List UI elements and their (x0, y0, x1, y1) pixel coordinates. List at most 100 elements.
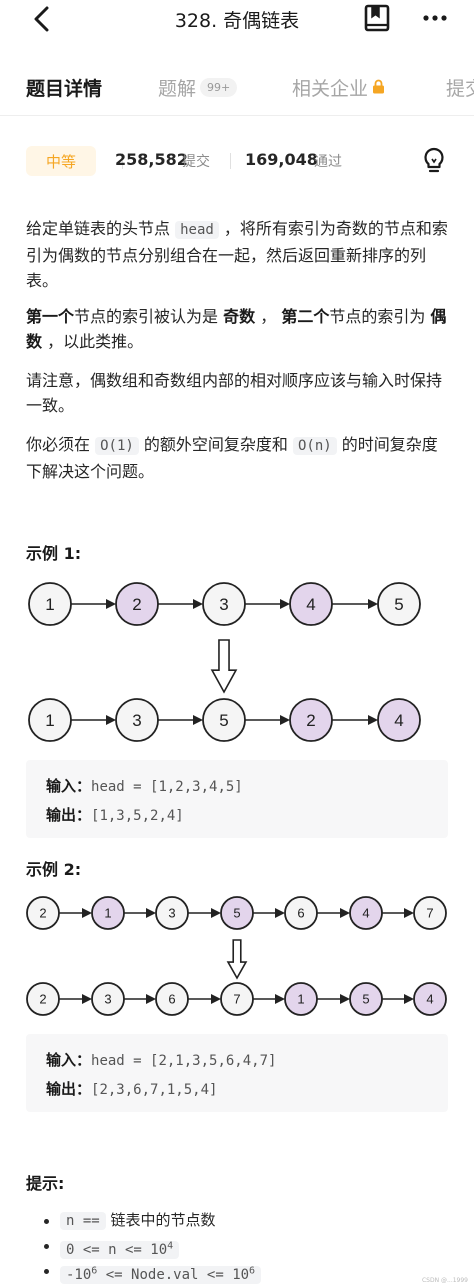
inline-code: O(n) (293, 437, 337, 455)
list-node (349, 982, 383, 1016)
list-node (202, 582, 246, 626)
text: 你必须在 (26, 435, 96, 454)
arrow-head (193, 599, 203, 609)
output-line: 输出：[1,3,5,2,4] (46, 801, 428, 830)
list-node (349, 896, 383, 930)
arrow-head (275, 994, 285, 1004)
submissions-count: 258,582 (115, 150, 188, 169)
arrow-head (211, 908, 221, 918)
passed-label: 通过 (314, 154, 342, 170)
bold-text: 偶数 (26, 307, 447, 351)
tab-description[interactable]: 题目详情 (26, 74, 102, 101)
bookmark-book-icon[interactable] (364, 4, 390, 32)
lock-icon (372, 77, 385, 99)
arrow-head (211, 994, 221, 1004)
list-node (155, 896, 189, 930)
node-value: 5 (394, 595, 403, 614)
bold-text: 奇数 (223, 307, 256, 326)
output-line: 输出：[2,3,6,7,1,5,4] (46, 1075, 428, 1104)
arrow-head (340, 994, 350, 1004)
bold-text: 第一个 (26, 307, 75, 326)
list-node (155, 982, 189, 1016)
list-node (377, 582, 421, 626)
superscript: 4 (167, 1240, 174, 1251)
tab-label: 相关企业 (292, 78, 369, 100)
arrow-head (280, 599, 290, 609)
code-text: <= Node.val <= 10 (97, 1266, 250, 1283)
submissions-label: 提交 (182, 154, 210, 170)
node-value: 4 (362, 906, 369, 921)
list-node (220, 896, 254, 930)
node-value: 3 (219, 595, 228, 614)
top-bar: 328. 奇偶链表 (0, 0, 474, 40)
arrow-head (106, 715, 116, 725)
divider (122, 153, 123, 169)
arrow-head (368, 599, 378, 609)
node-value: 1 (297, 992, 304, 1007)
text: 节点的索引被认为是 (74, 307, 224, 326)
node-value: 2 (39, 906, 46, 921)
text: 的额外空间复杂度和 (138, 435, 293, 454)
node-value: 6 (168, 992, 175, 1007)
list-node (202, 698, 246, 742)
transform-arrow (210, 639, 238, 694)
arrow-head (368, 715, 378, 725)
inline-code: -106 <= Node.val <= 106 (60, 1265, 262, 1284)
arrow-head (146, 908, 156, 918)
tab-label: 提交 (446, 78, 474, 100)
tab-label: 题目详情 (26, 78, 103, 100)
output-value: [2,3,6,7,1,5,4] (91, 1082, 218, 1098)
more-dots-icon[interactable] (422, 6, 448, 30)
list-node (413, 982, 447, 1016)
inline-code: n == (60, 1212, 106, 1230)
list-node (91, 982, 125, 1016)
watermark: CSDN @...1999 (421, 1277, 468, 1284)
inline-code: head (175, 221, 219, 239)
output-label: 输出： (46, 806, 92, 824)
list-node (289, 698, 333, 742)
arrow-head (280, 715, 290, 725)
node-value: 3 (132, 711, 141, 730)
node-value: 4 (426, 992, 433, 1007)
input-value: head = [2,1,3,5,6,4,7] (91, 1053, 277, 1069)
node-value: 5 (233, 906, 240, 921)
text: 节点的索引为 (329, 307, 431, 326)
text: ，将所有索引为奇数的节点和索引为偶数的节点分别组合在一起，然后返回重新排序的列表… (26, 219, 448, 290)
list-node (91, 896, 125, 930)
node-value: 3 (104, 992, 111, 1007)
node-value: 4 (306, 595, 315, 614)
example-2-io: 输入：head = [2,1,3,5,6,4,7] 输出：[2,3,6,7,1,… (26, 1034, 448, 1112)
text: ， (255, 307, 282, 326)
node-value: 2 (306, 711, 315, 730)
inline-code: 0 <= n <= 104 (60, 1240, 180, 1259)
superscript: 6 (91, 1265, 98, 1276)
hint-item: -106 <= Node.val <= 106 (44, 1258, 460, 1284)
list-node (377, 698, 421, 742)
list-node (115, 582, 159, 626)
arrow-head (146, 994, 156, 1004)
chevron-left-icon[interactable] (26, 4, 56, 34)
problem-meta: 中等 258,582 提交 169,048 通过 (26, 144, 456, 178)
inline-code: O(1) (95, 437, 139, 455)
tab-label: 题解 (158, 78, 197, 100)
lightbulb-icon[interactable] (420, 146, 448, 176)
passed-count: 169,048 (245, 150, 318, 169)
input-line: 输入：head = [2,1,3,5,6,4,7] (46, 1046, 428, 1075)
input-label: 输入： (46, 1051, 92, 1069)
count-badge: 99+ (200, 78, 238, 97)
difficulty-badge: 中等 (26, 146, 96, 176)
node-value: 1 (45, 595, 54, 614)
example-1-io: 输入：head = [1,2,3,4,5] 输出：[1,3,5,2,4] (26, 760, 448, 838)
tab-submissions[interactable]: 提交 (446, 74, 474, 101)
tab-companies[interactable]: 相关企业 (292, 74, 385, 101)
node-value: 1 (45, 711, 54, 730)
arrow-head (106, 599, 116, 609)
node-value: 2 (39, 992, 46, 1007)
node-value: 1 (104, 906, 111, 921)
description-paragraph: 第一个节点的索引被认为是 奇数 ， 第二个节点的索引为 偶数 ，以此类推。 (26, 304, 450, 354)
arrow-head (82, 994, 92, 1004)
